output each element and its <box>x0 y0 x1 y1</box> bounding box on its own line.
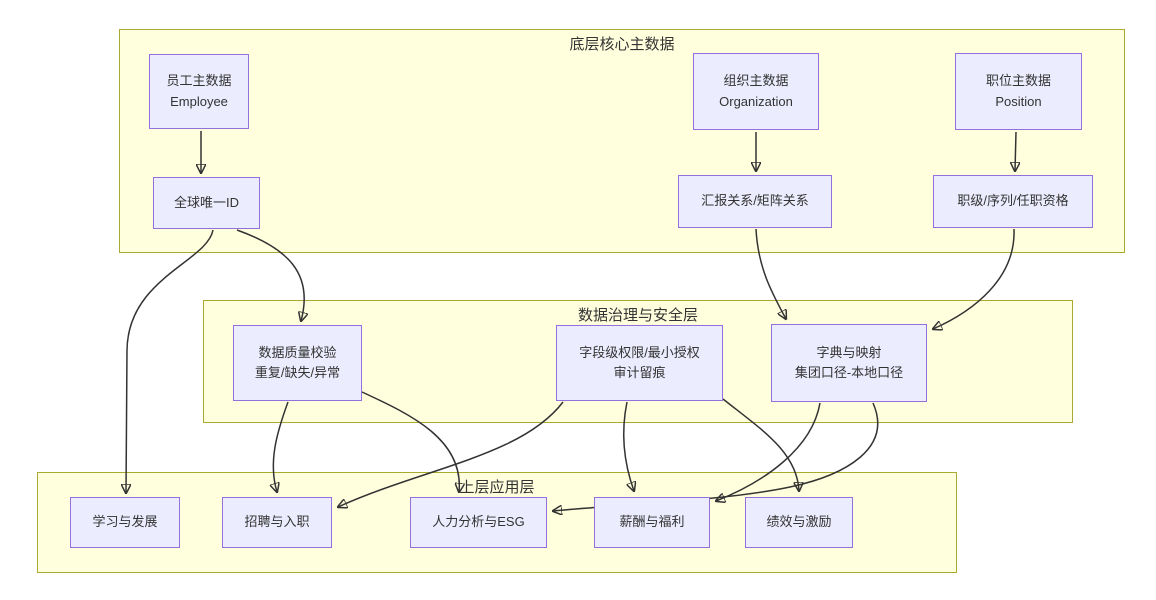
node-field-permission-audit: 字段级权限/最小授权 审计留痕 <box>556 325 723 401</box>
node-recruiting-line1: 招聘与入职 <box>244 514 310 530</box>
node-performance-incentive: 绩效与激励 <box>745 497 853 548</box>
edge-permission-to-performance <box>722 398 799 491</box>
edge-grade-to-dictionary <box>933 228 1015 329</box>
layer-application-title: 上层应用层 <box>459 479 535 496</box>
node-global-id-line1: 全球唯一ID <box>173 194 239 210</box>
node-learning-line1: 学习与发展 <box>92 514 158 530</box>
node-performance-line1: 绩效与激励 <box>766 514 832 530</box>
node-organization-line1: 组织主数据 <box>723 73 789 89</box>
edge-global-id-to-learning <box>126 229 214 493</box>
node-recruiting-onboarding: 招聘与入职 <box>222 497 332 548</box>
node-data-quality-line1: 数据质量校验 <box>258 344 337 360</box>
node-compensation-benefits: 薪酬与福利 <box>594 497 710 548</box>
layer-core-title: 底层核心主数据 <box>569 36 675 53</box>
node-organization-line2: Organization <box>719 93 793 109</box>
edge-global-id-to-data-quality <box>236 229 304 321</box>
node-dictionary-line2: 集团口径-本地口径 <box>794 365 904 380</box>
node-data-quality-check: 数据质量校验 重复/缺失/异常 <box>233 325 362 401</box>
edge-permission-to-recruiting <box>338 401 564 507</box>
node-grade-line1: 职级/序列/任职资格 <box>957 193 1069 209</box>
layer-governance-title: 数据治理与安全层 <box>577 307 698 324</box>
node-position-master: 职位主数据 Position <box>955 53 1082 130</box>
node-permission-line1: 字段级权限/最小授权 <box>579 344 700 360</box>
node-global-unique-id: 全球唯一ID <box>153 177 260 229</box>
node-employee-line2: Employee <box>170 93 228 109</box>
node-learning-development: 学习与发展 <box>70 497 180 548</box>
node-position-line2: Position <box>995 93 1042 109</box>
edge-reporting-to-dictionary <box>755 228 786 319</box>
edge-dictionary-to-analytics <box>553 402 879 511</box>
node-position-line1: 职位主数据 <box>985 73 1051 89</box>
node-dictionary-line1: 字典与映射 <box>816 344 882 360</box>
node-analytics-line1: 人力分析与ESG <box>432 514 525 530</box>
edge-data-quality-to-analytics <box>361 391 459 492</box>
node-permission-line2: 审计留痕 <box>613 365 666 380</box>
node-hr-analytics-esg: 人力分析与ESG <box>410 497 547 548</box>
edge-permission-to-compensation <box>622 401 634 491</box>
edge-data-quality-to-recruiting <box>273 401 289 492</box>
node-data-quality-line2: 重复/缺失/异常 <box>254 365 341 380</box>
node-employee-line1: 员工主数据 <box>166 73 232 89</box>
node-grade-sequence-qualification: 职级/序列/任职资格 <box>933 175 1093 228</box>
node-employee-master: 员工主数据 Employee <box>149 54 249 129</box>
node-reporting-line1: 汇报关系/矩阵关系 <box>701 193 809 209</box>
node-dictionary-mapping: 字典与映射 集团口径-本地口径 <box>771 324 927 402</box>
node-reporting-relations: 汇报关系/矩阵关系 <box>678 175 832 228</box>
node-compensation-line1: 薪酬与福利 <box>619 514 685 530</box>
node-organization-master: 组织主数据 Organization <box>693 53 819 130</box>
edge-dictionary-to-compensation <box>716 402 821 501</box>
edge-position-to-grade <box>1015 131 1016 171</box>
